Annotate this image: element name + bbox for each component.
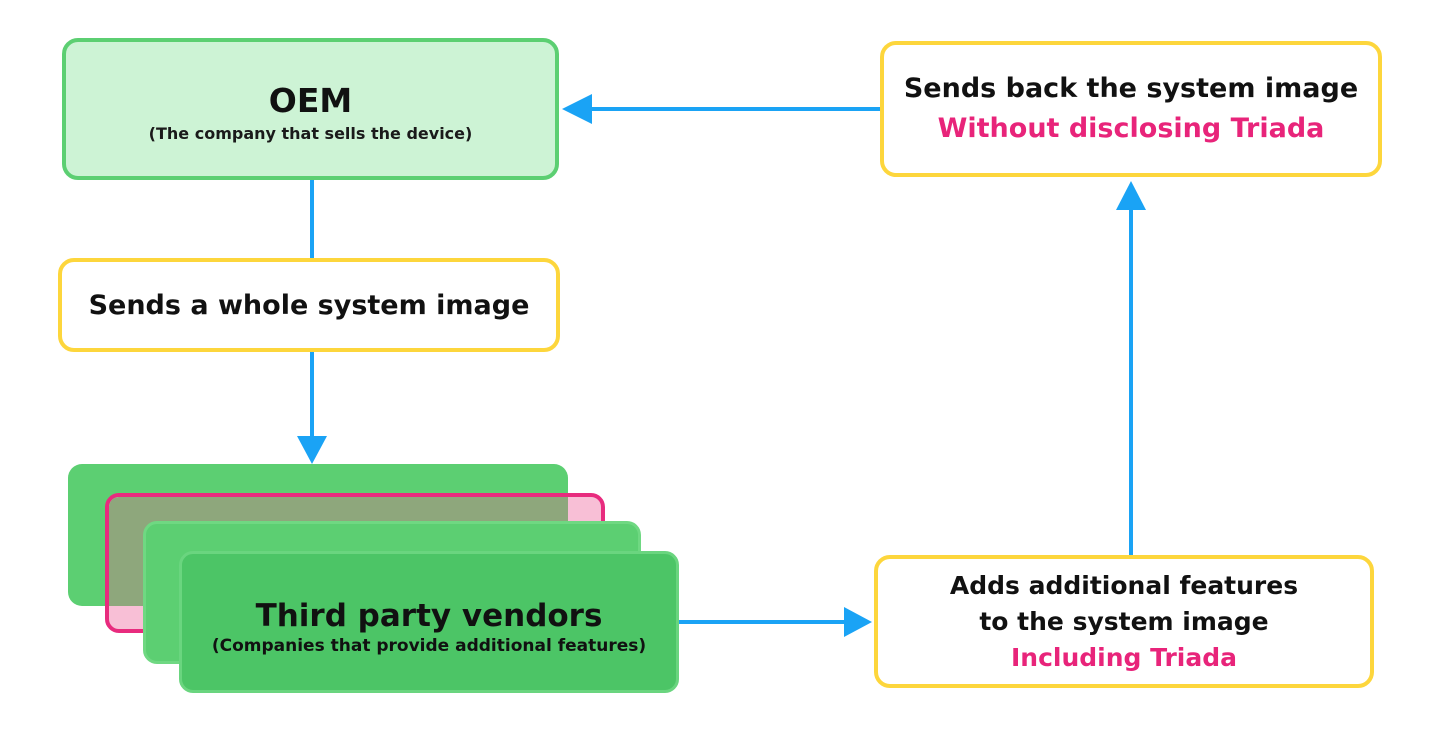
adds-features-line2: to the system image xyxy=(979,606,1269,636)
sends-back-box: Sends back the system image Without disc… xyxy=(880,41,1382,177)
adds-features-box: Adds additional features to the system i… xyxy=(874,555,1374,688)
send-image-box: Sends a whole system image xyxy=(58,258,560,352)
sends-back-line2: Without disclosing Triada xyxy=(937,113,1325,144)
arrowhead-right xyxy=(844,607,872,637)
arrowhead-left xyxy=(562,94,592,124)
vendors-title: Third party vendors xyxy=(255,598,603,634)
sends-back-line1: Sends back the system image xyxy=(903,73,1359,104)
oem-subtitle: (The company that sells the device) xyxy=(148,124,473,143)
arrowhead-up xyxy=(1116,181,1146,210)
vendors-subtitle: (Companies that provide additional featu… xyxy=(211,636,647,656)
vendor-card-front: Third party vendors (Companies that prov… xyxy=(179,551,679,693)
oem-title: OEM xyxy=(268,81,353,120)
adds-features-line3: Including Triada xyxy=(1011,642,1237,672)
oem-box: OEM (The company that sells the device) xyxy=(62,38,559,180)
adds-features-line1: Adds additional features xyxy=(949,570,1299,600)
send-image-text: Sends a whole system image xyxy=(88,289,530,321)
arrowhead-down xyxy=(297,436,327,464)
